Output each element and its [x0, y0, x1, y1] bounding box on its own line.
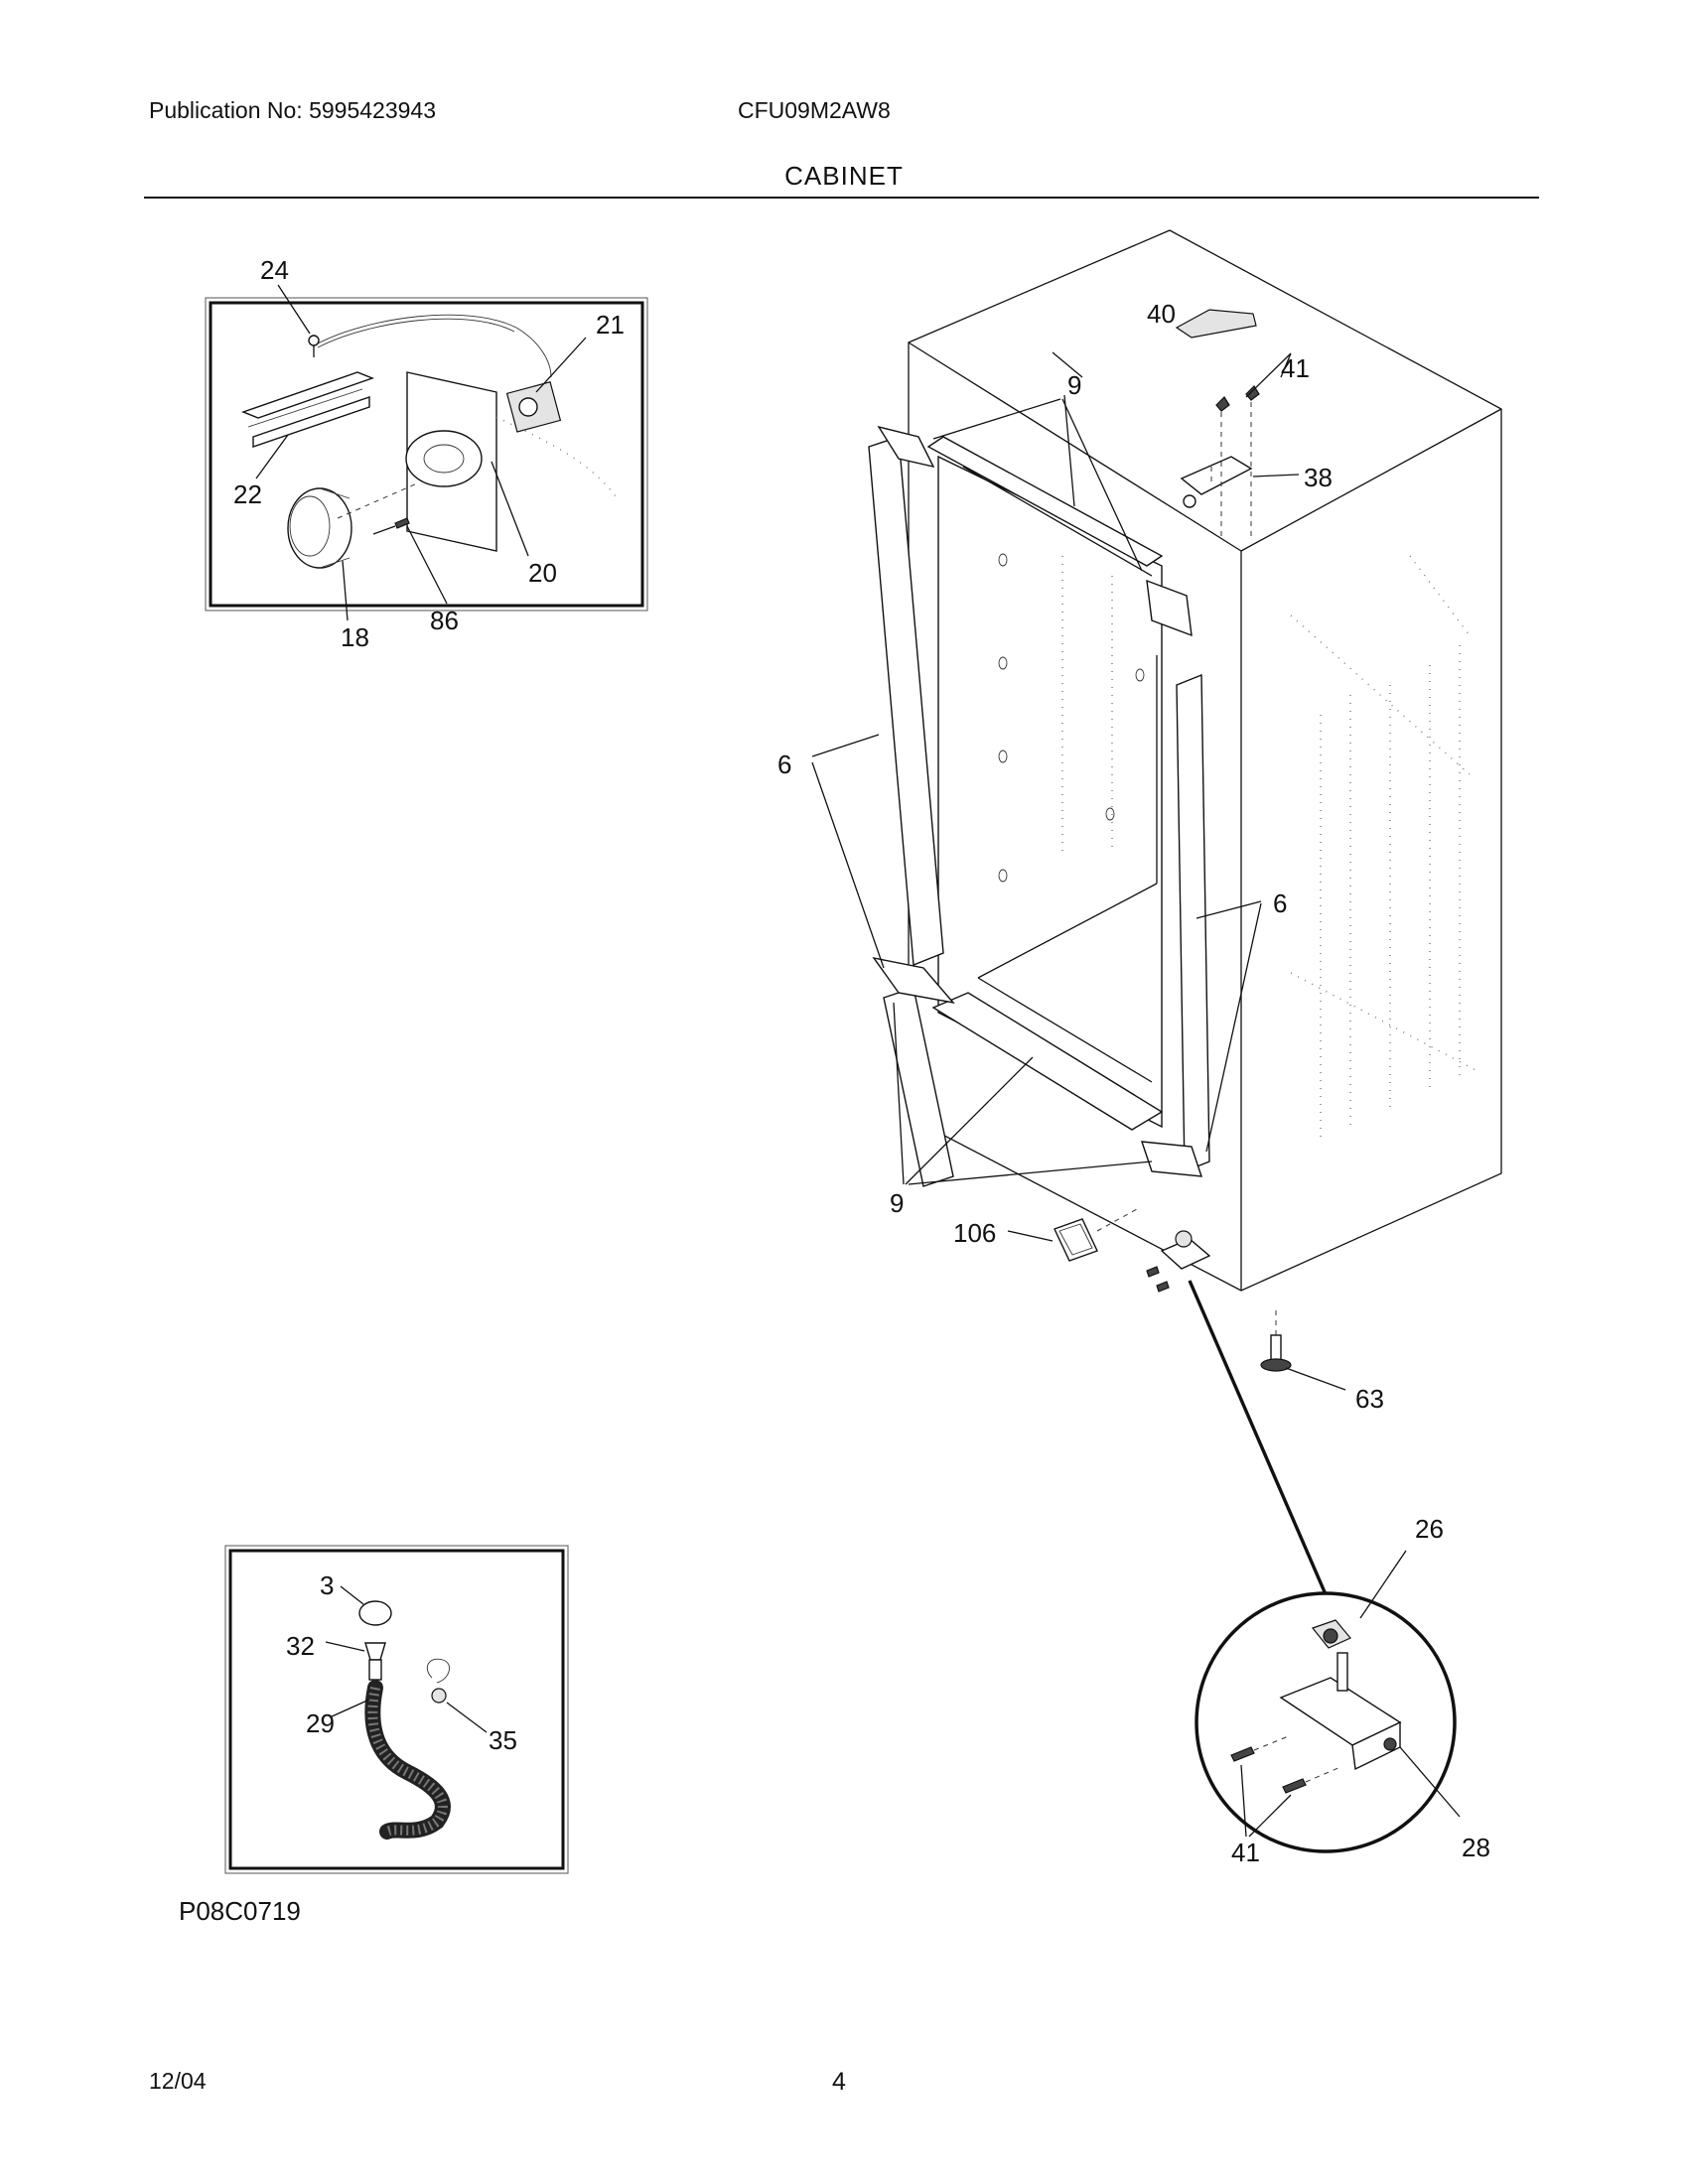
callout-63: 63 — [1355, 1384, 1384, 1414]
fitting-32 — [364, 1642, 386, 1681]
callout-3: 3 — [320, 1570, 334, 1600]
callout-6-left: 6 — [777, 750, 791, 779]
control-assembly-inset — [205, 284, 648, 621]
side-panel-texture — [1290, 555, 1480, 1142]
screw-86 — [372, 517, 410, 535]
section-title: CABINET — [784, 161, 904, 191]
model-number: CFU09M2AW8 — [738, 97, 891, 123]
callout-9-top: 9 — [1067, 370, 1081, 400]
callout-29: 29 — [306, 1708, 335, 1738]
inset-frame-control — [209, 301, 644, 608]
bracket-22 — [241, 371, 374, 448]
pad-106 — [1054, 1208, 1138, 1262]
gasket-strips-9 — [926, 436, 1164, 1131]
callout-9-bottom: 9 — [890, 1188, 904, 1218]
callout-6-right: 6 — [1273, 888, 1287, 918]
callout-18: 18 — [341, 622, 369, 652]
hinge-detail — [1195, 1550, 1461, 1853]
callout-41-detail: 41 — [1231, 1838, 1260, 1867]
detail-circle — [1195, 1591, 1457, 1853]
callout-22: 22 — [233, 479, 262, 509]
inset-frame-drain — [228, 1549, 565, 1870]
hinge-pin-26 — [1312, 1619, 1351, 1649]
callout-41-top: 41 — [1281, 353, 1310, 383]
callout-35: 35 — [489, 1725, 517, 1755]
clip-35 — [426, 1658, 450, 1704]
callout-21: 21 — [596, 310, 625, 340]
figure-code: P08C0719 — [179, 1896, 301, 1926]
page-number: 4 — [832, 2068, 846, 2096]
footer-date: 12/04 — [149, 2068, 207, 2094]
thermostat-control-21 — [505, 380, 562, 433]
screws-41-top — [1215, 385, 1260, 541]
cabinet-body — [811, 229, 1502, 1595]
drain-assembly-inset — [224, 1545, 569, 1874]
top-hinge-38 — [1180, 456, 1253, 508]
callout-86: 86 — [430, 606, 459, 635]
callout-38: 38 — [1304, 463, 1333, 492]
light-housing-20 — [405, 371, 617, 552]
callout-106: 106 — [953, 1218, 996, 1248]
callout-32: 32 — [286, 1631, 315, 1661]
callout-24: 24 — [260, 255, 289, 285]
detail-screws-41 — [1230, 1734, 1341, 1794]
hinge-bracket-28 — [1279, 1652, 1402, 1771]
callout-28: 28 — [1462, 1833, 1490, 1862]
publication-number: Publication No: 5995423943 — [149, 97, 437, 123]
callout-40: 40 — [1147, 299, 1176, 329]
leveling-leg-63 — [1260, 1310, 1292, 1372]
title-rule — [144, 197, 1539, 199]
screw-24 — [308, 335, 320, 357]
plug-3 — [358, 1600, 392, 1626]
knob-18 — [287, 487, 352, 569]
bottom-hinge — [1146, 1230, 1211, 1293]
callout-20: 20 — [528, 558, 557, 588]
hinge-cover-40 — [1175, 309, 1257, 339]
drain-tube-29 — [364, 1680, 451, 1840]
callout-26: 26 — [1415, 1514, 1444, 1544]
